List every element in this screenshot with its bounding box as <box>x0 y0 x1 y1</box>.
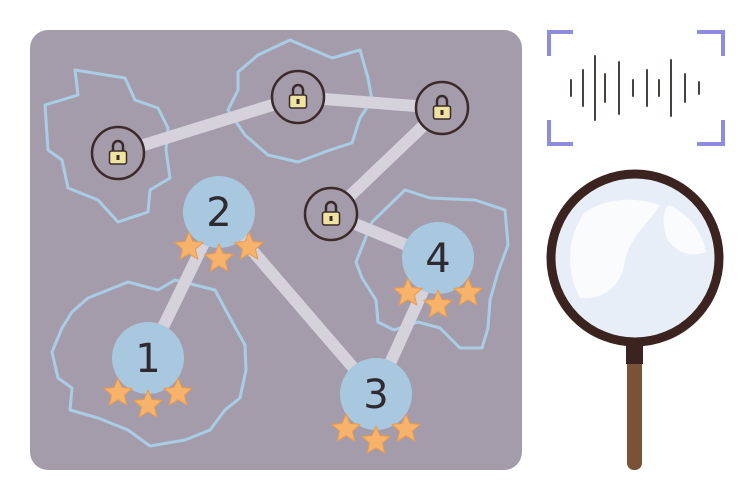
locked-level-node <box>90 125 146 181</box>
star-icon <box>163 377 193 406</box>
star-rating <box>393 277 483 318</box>
lock-icon <box>108 139 128 165</box>
magnifying-glass-icon[interactable] <box>546 169 724 470</box>
lens-glare <box>570 199 660 299</box>
magnifier-handle <box>627 358 642 470</box>
map-regions <box>43 38 510 448</box>
level-nodes: 1 2 3 4 <box>103 176 483 454</box>
region-outline <box>50 278 248 448</box>
lock-icon <box>432 94 452 120</box>
star-icon <box>133 389 163 418</box>
star-icon <box>453 277 483 306</box>
locked-level-node <box>414 80 470 136</box>
locked-nodes <box>90 69 470 242</box>
path-segment <box>112 91 304 159</box>
star-rating <box>103 377 193 418</box>
scan-brackets <box>547 30 725 146</box>
locked-level-node <box>303 186 359 242</box>
level-node-4[interactable]: 4 <box>393 222 483 318</box>
sound-wave-bars <box>570 55 700 121</box>
level-node-3[interactable]: 3 <box>331 358 421 454</box>
region-outline <box>43 68 172 224</box>
star-icon <box>361 425 391 454</box>
region-outline <box>354 188 510 350</box>
star-icon <box>204 243 234 272</box>
locked-level-node <box>270 69 326 125</box>
star-icon <box>103 377 133 406</box>
level-node-2[interactable]: 2 <box>174 176 264 272</box>
level-node-1[interactable]: 1 <box>103 322 193 418</box>
star-icon <box>174 231 204 260</box>
sound-wave-scan-icon[interactable] <box>547 30 725 146</box>
level-number: 2 <box>206 190 231 236</box>
level-number: 1 <box>135 336 160 382</box>
magnifier-frame <box>546 169 724 347</box>
star-icon <box>331 413 361 442</box>
star-rating <box>174 231 264 272</box>
level-number: 4 <box>425 236 450 282</box>
star-icon <box>423 289 453 318</box>
level-map: 1 2 3 4 <box>30 30 522 470</box>
region-outline <box>226 38 374 164</box>
star-icon <box>234 231 264 260</box>
lock-icon <box>321 200 341 226</box>
star-rating <box>331 413 421 454</box>
lens-glare <box>663 205 706 255</box>
lock-icon <box>288 83 308 109</box>
star-icon <box>391 413 421 442</box>
level-number: 3 <box>363 372 388 418</box>
star-icon <box>393 277 423 306</box>
